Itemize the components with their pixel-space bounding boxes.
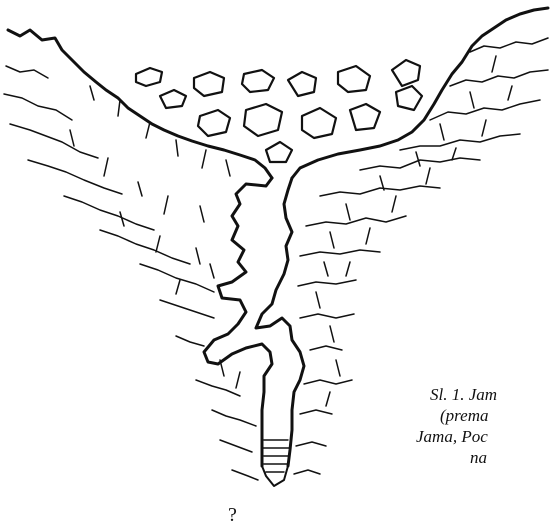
caption-line-1: Sl. 1. Jam [430, 384, 555, 405]
shaft-walls [204, 178, 304, 486]
figure-caption: Sl. 1. Jam (prema Jama, Poc na [430, 384, 555, 468]
caption-line-2: (prema [430, 405, 555, 426]
caption-line-4: na [430, 447, 555, 468]
rock-strata-left [4, 66, 258, 480]
ground-surface-line [8, 8, 548, 178]
caption-line-3: Jama, Poc [416, 426, 555, 447]
unknown-depth-mark: ? [228, 504, 237, 527]
